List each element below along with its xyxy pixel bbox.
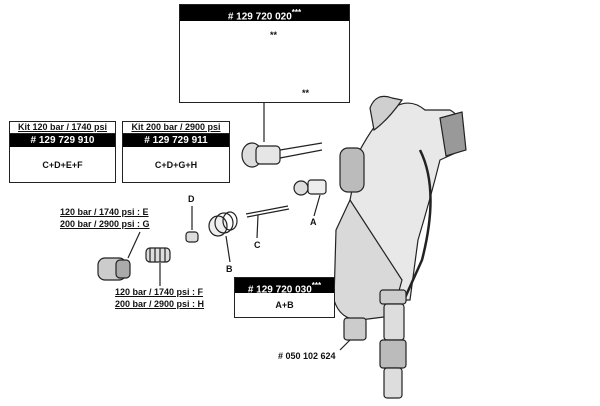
kit-200-parts: C+D+G+H (154, 160, 198, 170)
marker-oring: ** (302, 88, 310, 98)
part-letter-a: A (310, 217, 317, 227)
kit-120-parts: C+D+E+F (42, 160, 83, 170)
leader-line-fitting (339, 339, 351, 351)
kit-ab-box: # 129 720 030*** A+B (234, 277, 335, 318)
marker-clip: ** (270, 30, 278, 40)
kit-200-title: Kit 200 bar / 2900 psi (123, 122, 229, 134)
kit-120-box: Kit 120 bar / 1740 psi # 129 729 910 C+D… (9, 121, 116, 183)
nozzle-label-g: 200 bar / 2900 psi : G (60, 219, 150, 229)
nozzle-label-e: 120 bar / 1740 psi : E (60, 207, 149, 217)
kit-ab-parts: A+B (275, 300, 294, 310)
kit-ab-stars: *** (311, 281, 322, 290)
spray-gun-body (333, 95, 467, 399)
spring-f-h (145, 247, 171, 286)
part-d-nut (185, 206, 199, 243)
top-kit-box: # 129 720 020*** (179, 4, 350, 103)
kit-120-title: Kit 120 bar / 1740 psi (10, 122, 115, 134)
top-kit-number: # 129 720 020 (227, 11, 292, 23)
kit-120-number: # 129 729 910 (10, 134, 115, 147)
top-kit-header: # 129 720 020*** (180, 5, 349, 23)
spring-label-h: 200 bar / 2900 psi : H (115, 299, 205, 309)
kit-200-number: # 129 729 911 (123, 134, 229, 147)
needle-assembly (241, 142, 323, 168)
nozzle-e-g (97, 231, 141, 281)
top-kit-stars: *** (291, 8, 302, 17)
part-b-spring (208, 211, 238, 263)
part-letter-d: D (188, 194, 195, 204)
part-letter-c: C (254, 240, 261, 250)
kit-ab-header: # 129 720 030*** (235, 278, 334, 296)
kit-200-box: Kit 200 bar / 2900 psi # 129 729 911 C+D… (122, 121, 230, 183)
fitting-number: # 050 102 624 (278, 351, 336, 361)
spring-label-f: 120 bar / 1740 psi : F (115, 287, 204, 297)
part-a-seal (293, 179, 327, 217)
part-letter-b: B (226, 264, 233, 274)
kit-ab-number: # 129 720 030 (247, 284, 312, 296)
part-c-rod (245, 205, 290, 239)
